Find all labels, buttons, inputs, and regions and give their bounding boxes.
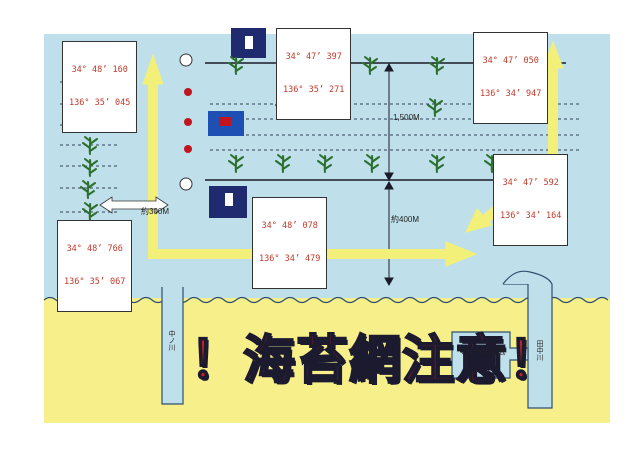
coord-lon: 136° 34’ 947 — [480, 89, 542, 99]
seaweed-icon — [364, 154, 380, 173]
seaweed-icon — [228, 56, 244, 75]
buoy-icon — [184, 88, 192, 96]
distance-400m-label: 約400M — [391, 215, 420, 224]
seaweed-icon — [362, 56, 378, 75]
route-left-head-up — [142, 53, 164, 85]
coord-box-top-center: 34° 47’ 397 136° 35’ 271 — [276, 28, 352, 120]
distance-300m-label: 約300M — [141, 207, 170, 216]
route-left — [148, 82, 452, 259]
shoreline — [43, 296, 609, 304]
seaweed-icon — [429, 154, 445, 173]
route-left-head-right — [445, 241, 478, 267]
route-right-head-down — [465, 208, 493, 233]
marina-label: マリーナ河芸 — [458, 347, 506, 356]
buoy-icon — [184, 118, 192, 126]
right-river-label: 田中川 — [536, 340, 544, 361]
marker-icon — [208, 28, 266, 218]
buoy-icon — [179, 53, 193, 67]
distance-1500m-label: 1,500M — [393, 113, 420, 122]
seaweed-icon — [82, 136, 98, 155]
seaweed-icon — [429, 56, 445, 75]
left-river-label: 中ノ川 — [168, 330, 176, 351]
seaweed-icon — [228, 154, 244, 173]
buoy-icon — [179, 177, 193, 191]
coord-lat: 34° 48’ 160 — [71, 65, 128, 75]
coord-lon: 136° 35’ 045 — [69, 98, 131, 108]
coord-lat: 34° 47’ 050 — [482, 56, 539, 66]
seaweed-icon — [82, 202, 98, 221]
left-river — [161, 287, 184, 405]
buoy-icon — [184, 145, 192, 153]
coord-lat: 34° 47’ 592 — [502, 178, 559, 188]
seaweed-icon — [80, 180, 96, 199]
marina-basin — [451, 331, 529, 379]
seaweed-icon — [317, 154, 333, 173]
coord-box-top-right: 34° 47’ 050 136° 34’ 947 — [473, 32, 549, 124]
distance-markers — [384, 62, 394, 287]
coord-box-bottom-center: 34° 48’ 078 136° 34’ 479 — [252, 197, 328, 289]
coord-lat: 34° 48’ 766 — [66, 244, 123, 254]
coord-box-top-left: 34° 48’ 160 136° 35’ 045 — [62, 41, 138, 133]
coord-lon: 136° 34’ 164 — [500, 211, 562, 221]
coord-box-bottom-left: 34° 48’ 766 136° 35’ 067 — [57, 220, 133, 312]
seaweed-icon — [427, 98, 443, 117]
arrow-300m — [99, 196, 169, 214]
coord-lat: 34° 47’ 397 — [285, 52, 342, 62]
coord-box-middle-right: 34° 47’ 592 136° 34’ 164 — [493, 154, 569, 246]
coord-lon: 136° 35’ 067 — [64, 277, 126, 287]
coord-lon: 136° 35’ 271 — [283, 85, 345, 95]
coord-lon: 136° 34’ 479 — [259, 254, 321, 264]
coord-lat: 34° 48’ 078 — [261, 221, 318, 231]
warning-headline: ！海苔網注意！ — [189, 330, 562, 392]
buoys — [179, 53, 193, 191]
seaweed-icon — [82, 158, 98, 177]
seaweed-icon — [275, 154, 291, 173]
